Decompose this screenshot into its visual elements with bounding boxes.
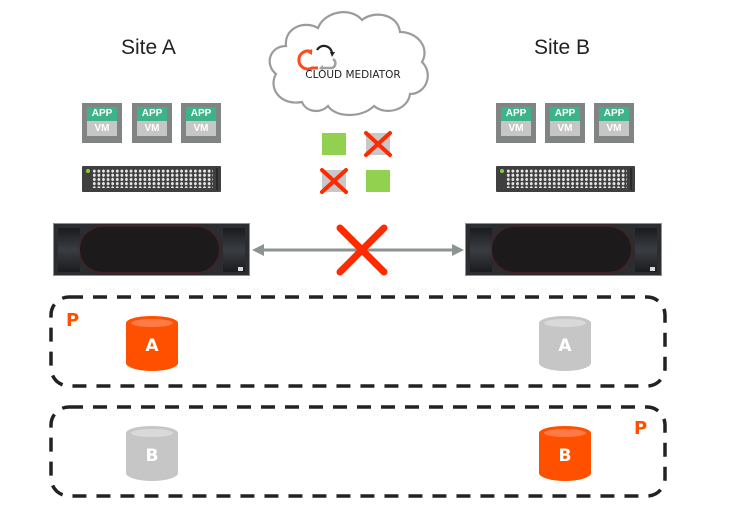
heartbeat-ok-square xyxy=(366,170,390,192)
vm-label: VM xyxy=(550,121,580,136)
arrow-right-icon xyxy=(452,244,464,256)
status-led xyxy=(500,169,504,173)
vm-label: VM xyxy=(186,121,216,136)
volume-a-active xyxy=(126,316,178,371)
vm-label: VM xyxy=(87,121,117,136)
app-label: APP xyxy=(186,107,216,121)
volume-label: A xyxy=(558,336,572,356)
volume-label: A xyxy=(145,336,159,356)
app-label: APP xyxy=(501,107,531,121)
cloud-mediator-label: CLOUD MEDIATOR xyxy=(305,69,401,81)
vm-tile: APP VM xyxy=(181,103,221,143)
heartbeat-fail-square xyxy=(364,131,392,157)
volume-b-standby xyxy=(126,426,178,481)
vm-label: VM xyxy=(501,121,531,136)
x-mark-icon xyxy=(320,168,348,194)
cloud-mediator xyxy=(268,11,429,117)
storage-controller-site-b xyxy=(465,223,662,276)
heartbeat-ok-square xyxy=(322,133,346,155)
volume-label: B xyxy=(145,446,159,466)
replication-link xyxy=(252,224,464,276)
x-mark-icon xyxy=(364,131,392,157)
status-led xyxy=(86,169,90,173)
app-label: APP xyxy=(137,107,167,121)
primary-marker: P xyxy=(634,418,648,439)
vm-label: VM xyxy=(599,121,629,136)
app-label: APP xyxy=(550,107,580,121)
pool-b-container xyxy=(49,405,667,498)
disk-shelf-site-b xyxy=(496,166,635,192)
arrow-left-icon xyxy=(252,244,264,256)
heartbeat-fail-square xyxy=(320,168,348,194)
app-label: APP xyxy=(87,107,117,121)
volume-a-standby xyxy=(539,316,591,371)
volume-label: B xyxy=(558,446,572,466)
site-a-title: Site A xyxy=(121,36,176,59)
vm-tile: APP VM xyxy=(132,103,172,143)
primary-marker: P xyxy=(66,310,80,331)
cloud-sync-icon xyxy=(297,44,337,71)
vm-tile: APP VM xyxy=(82,103,122,143)
storage-controller-site-a xyxy=(53,223,250,276)
pool-a-container xyxy=(49,295,667,388)
vm-tile: APP VM xyxy=(594,103,634,143)
app-label: APP xyxy=(599,107,629,121)
vm-tile: APP VM xyxy=(545,103,585,143)
vm-tile: APP VM xyxy=(496,103,536,143)
vm-label: VM xyxy=(137,121,167,136)
site-b-title: Site B xyxy=(534,36,591,59)
volume-b-active xyxy=(539,426,591,481)
disk-shelf-site-a xyxy=(82,166,221,192)
x-mark-icon xyxy=(336,224,388,276)
